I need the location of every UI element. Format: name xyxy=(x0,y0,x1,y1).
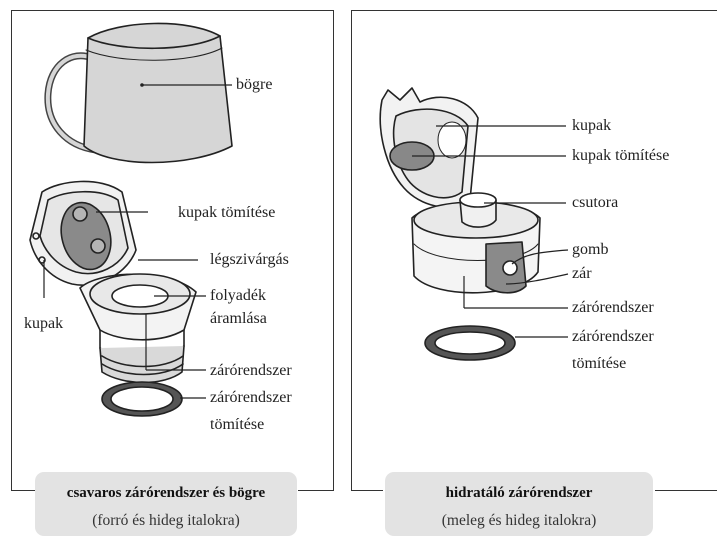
label-cap: kupak xyxy=(24,315,64,332)
right-frame-bottom-right xyxy=(655,490,717,491)
left-frame-bottom-left xyxy=(11,490,41,491)
mug-illustration xyxy=(44,22,233,164)
label-lock: zár xyxy=(572,265,592,282)
right-caption-subtitle: (meleg és hideg italokra) xyxy=(441,512,597,529)
left-panel-frame xyxy=(11,10,334,491)
label-flow-line1: folyadék xyxy=(210,287,266,304)
label-spout: csutora xyxy=(572,194,619,211)
screw-closure-illustration xyxy=(29,180,197,417)
label-closure: zárórendszer xyxy=(210,362,292,379)
hydration-closure-illustration xyxy=(379,87,541,361)
label-cap-seal: kupak tömítése xyxy=(178,204,276,221)
label-closure: zárórendszer xyxy=(572,299,654,316)
leader-lines xyxy=(43,84,569,399)
label-mug: bögre xyxy=(236,76,273,93)
right-caption-title: hidratáló zárórendszer xyxy=(445,485,593,501)
label-flow-line2: áramlása xyxy=(210,310,267,327)
left-caption-subtitle: (forró és hideg italokra) xyxy=(92,512,240,529)
label-closure-seal-line1: zárórendszer xyxy=(572,328,654,345)
label-air-leak: légszivárgás xyxy=(210,251,289,268)
label-closure-seal-line2: tömítése xyxy=(210,416,265,433)
label-cap: kupak xyxy=(572,117,612,134)
label-closure-seal-line1: zárórendszer xyxy=(210,389,292,406)
left-caption-title: csavaros zárórendszer és bögre xyxy=(66,485,266,501)
right-panel-frame xyxy=(351,10,717,491)
label-cap-seal: kupak tömítése xyxy=(572,147,670,164)
label-closure-seal-line2: tömítése xyxy=(572,355,627,372)
label-button: gomb xyxy=(572,241,609,258)
right-frame-bottom-left xyxy=(351,490,383,491)
left-caption-box: csavaros zárórendszer és bögre xyxy=(35,472,297,536)
left-frame-bottom-right xyxy=(298,490,333,491)
right-caption-box: hidratáló zárórendszer xyxy=(385,472,653,536)
